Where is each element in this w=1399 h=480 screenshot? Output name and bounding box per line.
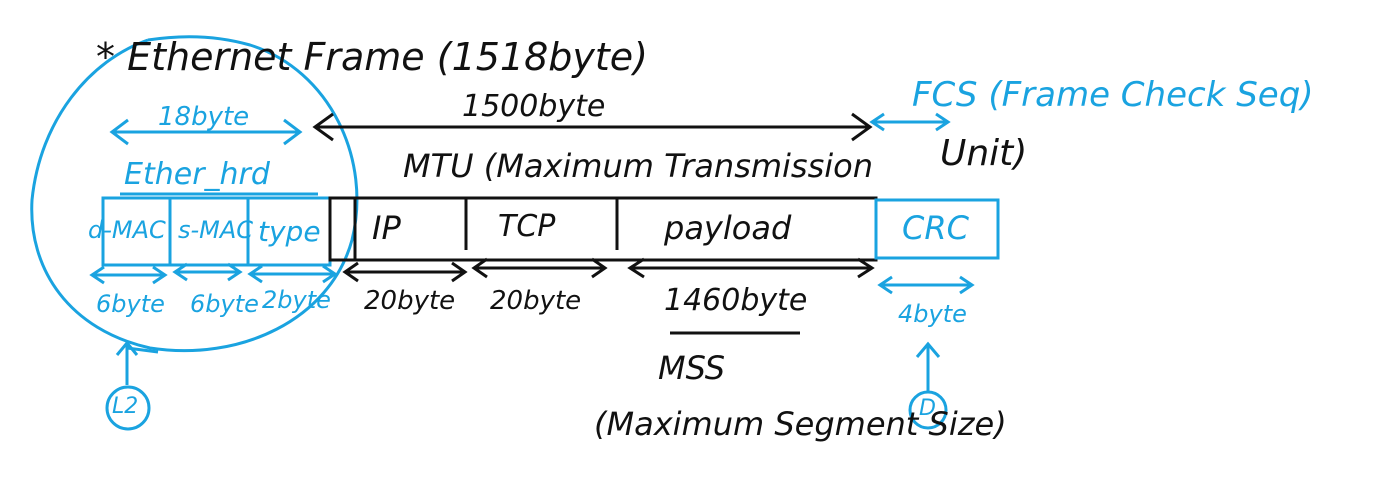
l2-pointer: [105, 340, 159, 431]
ether-header-size-label: 18byte: [158, 102, 250, 132]
segment-payload-size: 1460byte: [664, 283, 808, 318]
mss-label: MSS: [658, 349, 726, 387]
crc-size-arrow: [877, 275, 975, 295]
header-field-dmac: d-MAC: [88, 216, 166, 244]
ether-header-size-arrow: [109, 118, 303, 146]
d-pointer: [908, 341, 948, 430]
diagram-title: * Ethernet Frame (1518byte): [96, 35, 649, 79]
fcs-label: FCS (Frame Check Seq): [912, 75, 1314, 115]
d-marker: D: [919, 396, 936, 421]
header-field-smac: s-MAC: [178, 216, 254, 244]
header-field-smac-size: 6byte: [190, 290, 259, 318]
l2-marker: L2: [112, 394, 139, 419]
mtu-size-label: 1500byte: [462, 89, 606, 124]
segment-tcp-size: 20byte: [490, 286, 582, 316]
segment-ip-size: 20byte: [364, 286, 456, 316]
segment-tcp: TCP: [498, 209, 556, 244]
ether-header-name: Ether_hrd: [124, 157, 270, 192]
segment-ip: IP: [372, 209, 401, 247]
fcs-arrow: [869, 112, 951, 132]
crc-size: 4byte: [898, 300, 967, 328]
header-field-dmac-size: 6byte: [96, 290, 165, 318]
header-field-type-size: 2byte: [262, 286, 331, 314]
crc-label: CRC: [902, 209, 969, 247]
mtu-frame: [328, 196, 878, 262]
mss-description: (Maximum Segment Size): [594, 405, 1007, 443]
mtu-size-arrow: [312, 112, 873, 142]
crc-box: [874, 198, 1000, 260]
mtu-label: MTU (Maximum Transmission: [403, 147, 874, 185]
header-field-arrows: [89, 262, 338, 285]
header-field-type: type: [258, 215, 321, 248]
segment-payload: payload: [664, 209, 792, 247]
segment-size-arrows: [342, 257, 875, 335]
mtu-label-unit: Unit): [940, 133, 1028, 174]
ether-header-circle: [30, 35, 359, 353]
